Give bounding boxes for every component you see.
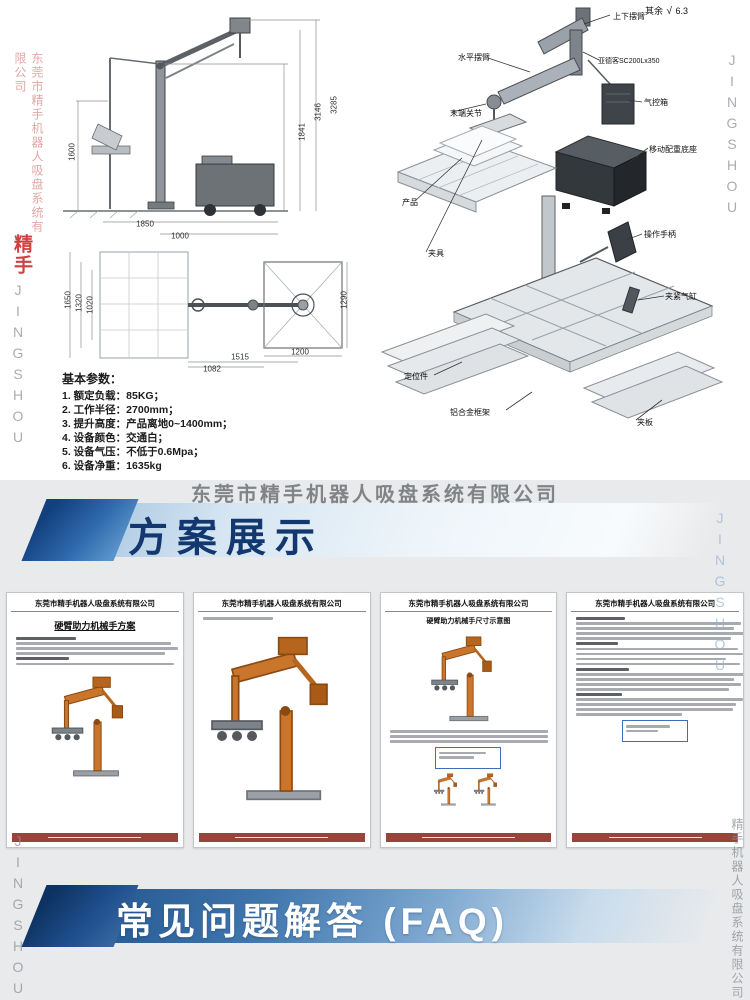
parameters-title: 基本参数： bbox=[62, 372, 123, 386]
fixture-figure bbox=[474, 772, 498, 806]
page-footer-bar bbox=[198, 833, 365, 842]
page3-table-lines bbox=[381, 730, 557, 743]
basic-parameters: 基本参数： 1. 额定负载：85KG； 2. 工作半径：2700mm； 3. 提… bbox=[62, 370, 292, 473]
scheme-page-1: 东莞市精手机器人吸盘系统有限公司 硬臂助力机械手方案 bbox=[6, 592, 184, 848]
label-aluminium-frame: 铝合金框架 bbox=[450, 408, 490, 417]
dim-1515: 1515 bbox=[231, 352, 249, 362]
label-cylinder-model: 亚德客SC200Lx350 bbox=[598, 58, 660, 65]
scheme-thumbnails-row: 东莞市精手机器人吸盘系统有限公司 硬臂助力机械手方案 东莞市精手机器人吸盘系统有… bbox=[6, 592, 744, 848]
label-clamp-plate: 夹板 bbox=[637, 418, 653, 427]
label-mobile-base: 移动配重底座 bbox=[649, 145, 697, 154]
dim-1600: 1600 bbox=[67, 143, 77, 161]
dim-3285: 3285 bbox=[329, 96, 339, 114]
parameter-item: 4. 设备颜色：交通白； bbox=[62, 432, 169, 444]
dim-1650: 1650 bbox=[63, 291, 73, 309]
page3-title: 硬臂助力机械手尺寸示意图 bbox=[426, 618, 511, 625]
dim-3146: 3146 bbox=[313, 103, 323, 121]
parameter-item: 1. 额定负载：85KG； bbox=[62, 390, 165, 402]
roughness-prefix: 其余 bbox=[645, 6, 664, 16]
technical-drawings-section: 3285 3146 1841 1600 1850 1000 1650 1320 … bbox=[0, 0, 750, 480]
leader-lines bbox=[415, 14, 665, 421]
robot-arm-figure bbox=[50, 675, 124, 778]
fixture-figure bbox=[434, 772, 458, 806]
label-pneumatic-box: 气控箱 bbox=[644, 98, 668, 107]
page1-title: 硬臂助力机械手方案 bbox=[54, 621, 136, 631]
page3-fixture-figures bbox=[381, 771, 557, 807]
page4-note-box bbox=[622, 719, 689, 742]
dim-1020: 1020 bbox=[85, 296, 95, 314]
scheme-page-3: 东莞市精手机器人吸盘系统有限公司 硬臂助力机械手尺寸示意图 bbox=[379, 592, 558, 848]
roughness-note: 其余 √ 6.3 bbox=[645, 4, 688, 17]
roughness-symbol-icon: √ bbox=[666, 6, 673, 17]
dim-1290: 1290 bbox=[339, 291, 349, 309]
dim-1000: 1000 bbox=[171, 231, 189, 241]
solutions-section-title: 方案展示 bbox=[128, 516, 324, 560]
dim-1841: 1841 bbox=[297, 123, 307, 141]
page-header: 东莞市精手机器人吸盘系统有限公司 bbox=[197, 593, 366, 612]
label-locator: 定位件 bbox=[404, 372, 428, 381]
section-banner-solutions: 方案展示 bbox=[21, 498, 728, 562]
scheme-page-4: 东莞市精手机器人吸盘系统有限公司 bbox=[566, 592, 744, 848]
page-header: 东莞市精手机器人吸盘系统有限公司 bbox=[384, 593, 553, 612]
page4-text-lines bbox=[567, 617, 744, 716]
label-updown-arm: 上下摆臂 bbox=[613, 12, 645, 21]
section-banner-faq: 常见问题解答 (FAQ) bbox=[21, 884, 728, 948]
page3-note-box bbox=[435, 746, 502, 769]
label-fixture: 夹具 bbox=[428, 249, 444, 258]
parameter-item: 3. 提升高度：产品离地0~1400mm； bbox=[62, 418, 233, 430]
label-horizontal-arm: 水平摆臂 bbox=[458, 53, 490, 62]
page-footer-bar bbox=[385, 833, 552, 842]
dim-1082: 1082 bbox=[203, 364, 221, 374]
label-end-joint: 末端关节 bbox=[450, 109, 482, 118]
roughness-value: 6.3 bbox=[675, 6, 689, 16]
label-operate-handle: 操作手柄 bbox=[644, 230, 676, 239]
isometric-drawing bbox=[380, 7, 724, 421]
faq-section-title: 常见问题解答 (FAQ) bbox=[116, 901, 509, 942]
parameter-item: 6. 设备净重：1635kg bbox=[62, 460, 162, 472]
page-footer-bar bbox=[572, 833, 738, 842]
page-header: 东莞市精手机器人吸盘系统有限公司 bbox=[571, 593, 739, 612]
page2-text-lines bbox=[194, 617, 370, 620]
top-view-drawing bbox=[69, 251, 348, 368]
parameter-item: 5. 设备气压：不低于0.6Mpa； bbox=[62, 446, 204, 458]
label-product: 产品 bbox=[402, 198, 418, 207]
scheme-page-2: 东莞市精手机器人吸盘系统有限公司 bbox=[192, 592, 371, 848]
label-clamp-cylinder: 夹紧气缸 bbox=[665, 292, 697, 301]
page-header: 东莞市精手机器人吸盘系统有限公司 bbox=[11, 593, 179, 612]
page-footer-bar bbox=[12, 833, 178, 842]
page1-text-lines bbox=[7, 637, 183, 666]
dim-1200: 1200 bbox=[291, 347, 309, 357]
robot-arm-figure bbox=[430, 635, 493, 722]
dim-1850: 1850 bbox=[136, 219, 154, 229]
front-view-drawing bbox=[63, 17, 320, 235]
parameter-item: 2. 工作半径：2700mm； bbox=[62, 404, 179, 416]
dim-1320: 1320 bbox=[74, 294, 84, 312]
robot-arm-figure bbox=[207, 624, 357, 808]
